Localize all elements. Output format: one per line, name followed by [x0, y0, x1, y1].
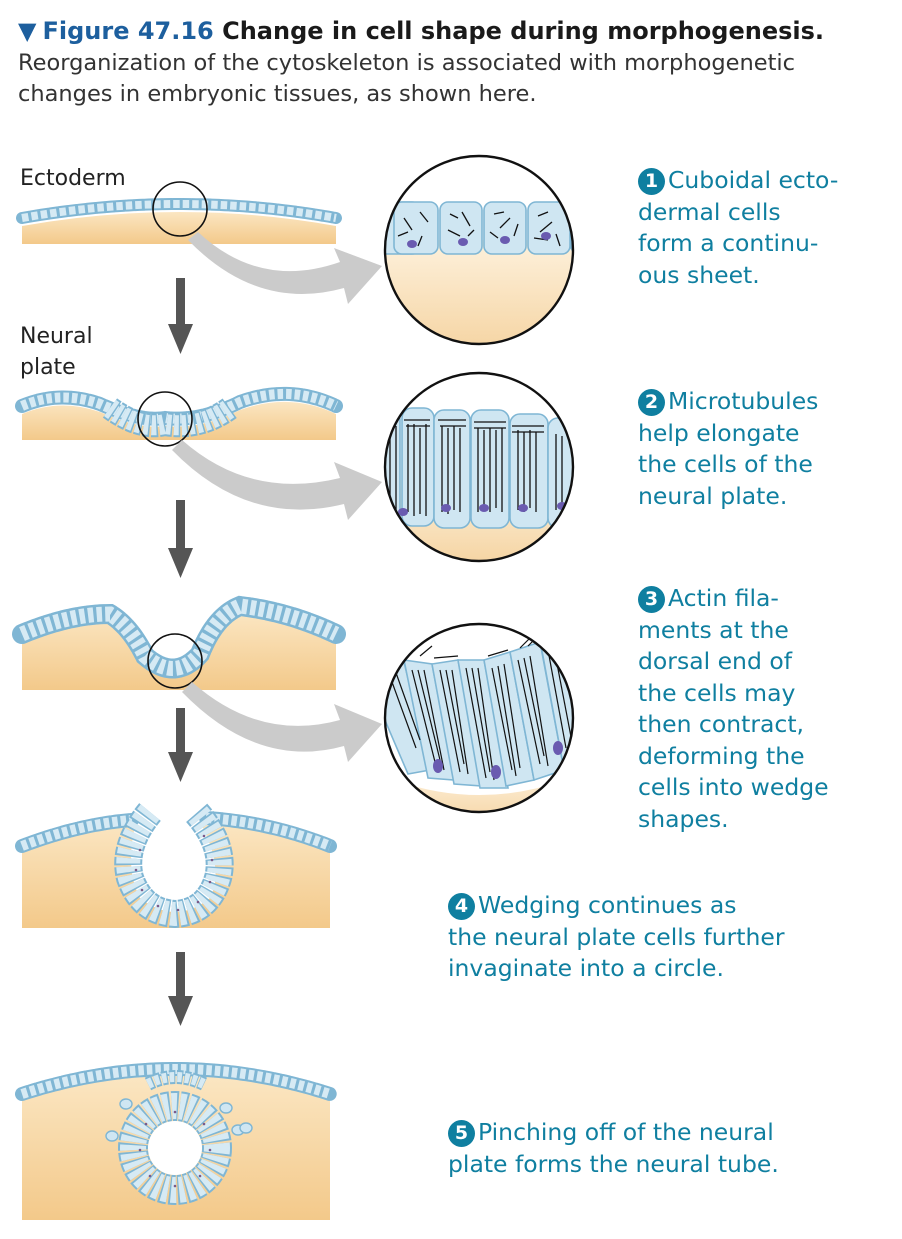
- stage-1-ectoderm-section: [16, 181, 342, 244]
- step-3-number: 3: [638, 586, 665, 613]
- zoom-circle-1: [152, 181, 208, 237]
- zoom-circle-2: [137, 391, 193, 447]
- step-2-line-4: neural plate.: [638, 481, 788, 510]
- step-3-line-5: then contract,: [638, 710, 805, 738]
- zoom-arrow-3: [182, 682, 382, 762]
- neural-plate-label-line-2: plate: [20, 355, 76, 380]
- stage-5-neural-tube-section: [15, 1062, 337, 1220]
- stage-3-folding-section: [12, 595, 346, 690]
- step-3-line-3: dorsal end of: [638, 647, 792, 675]
- stage-2-neural-plate-section: [15, 386, 343, 447]
- ectoderm-label: Ectoderm: [20, 166, 126, 191]
- zoom-circle-3: [147, 633, 203, 689]
- step-1-line-2: dermal cells: [638, 197, 781, 226]
- figure-caption-line-2: changes in embryonic tissues, as shown h…: [18, 81, 537, 107]
- figure-title: Change in cell shape during morphogenesi…: [222, 17, 825, 45]
- step-1-line-4: ous sheet.: [638, 260, 760, 289]
- neural-plate-label-line-1: Neural: [20, 324, 93, 349]
- step-2-line-1: Microtubules: [668, 387, 819, 415]
- down-arrow-2: [168, 500, 193, 578]
- step-5-number: 5: [448, 1120, 475, 1147]
- step-1-line-1: Cuboidal ecto-: [668, 166, 839, 194]
- step-3-line-8: shapes.: [638, 804, 729, 833]
- step-5-line-1: Pinching off of the neural: [478, 1118, 774, 1146]
- stage-4-invagination-section: [15, 802, 337, 929]
- step-3-line-2: ments at the: [638, 615, 789, 644]
- step-2-line-2: help elongate: [638, 418, 800, 447]
- figure-title-line: ▼Figure 47.16 Change in cell shape durin…: [18, 14, 898, 48]
- step-3-line-4: the cells may: [638, 678, 796, 707]
- step-3-line-6: deforming the: [638, 741, 805, 770]
- step-2-number: 2: [638, 389, 665, 416]
- step-3-line-7: cells into wedge: [638, 773, 829, 801]
- down-arrow-4: [168, 952, 193, 1026]
- step-1-line-3: form a continu-: [638, 229, 819, 257]
- zoom-arrow-1: [188, 232, 382, 304]
- figure-caption-line-1: Reorganization of the cytoskeleton is as…: [18, 50, 796, 76]
- step-2-line-3: the cells of the: [638, 450, 813, 478]
- step-3-line-1: Actin fila-: [668, 584, 779, 612]
- figure-number: Figure 47.16: [42, 17, 214, 45]
- triangle-marker-icon: ▼: [18, 17, 37, 45]
- step-4-line-3: invaginate into a circle.: [448, 954, 724, 982]
- step-1-number: 1: [638, 168, 665, 195]
- step-5-line-2: plate forms the neural tube.: [448, 1149, 779, 1178]
- zoom-arrow-2: [172, 440, 382, 520]
- down-arrow-3: [168, 708, 193, 782]
- zoom-view-3: [383, 622, 575, 814]
- step-4-line-1: Wedging continues as: [478, 891, 737, 919]
- down-arrow-1: [168, 278, 193, 354]
- zoom-view-1: [383, 154, 575, 346]
- figure-header: ▼Figure 47.16 Change in cell shape durin…: [18, 14, 898, 110]
- zoom-view-2: [383, 371, 575, 563]
- step-4-number: 4: [448, 893, 475, 920]
- step-4-line-2: the neural plate cells further: [448, 922, 785, 951]
